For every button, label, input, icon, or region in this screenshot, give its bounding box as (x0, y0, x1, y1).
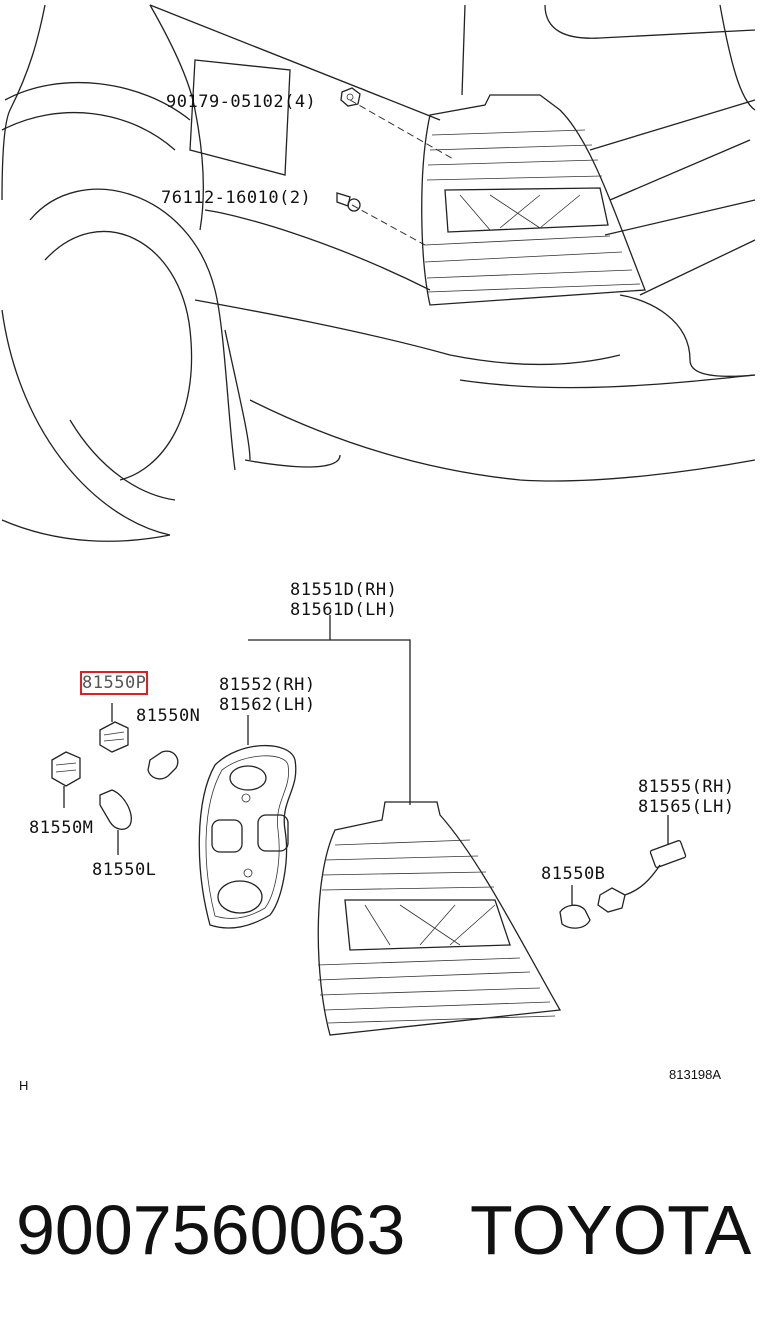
bolt-icon (340, 87, 361, 107)
label-clip-76112: 76112-16010(2) (161, 188, 312, 208)
leader-bolt (349, 99, 456, 161)
clip-icon (336, 192, 361, 212)
bulb-n-icon (147, 750, 179, 780)
gasket-icon (198, 744, 297, 929)
part-number: 9007560063 (16, 1191, 406, 1269)
socket-m-icon (51, 751, 81, 808)
label-lamp-assy-lh: 81561D(LH) (290, 600, 398, 620)
leader-clip (351, 204, 426, 246)
bulb-l-icon (99, 789, 132, 855)
label-socket-m: 81550M (29, 818, 94, 838)
label-lamp-assy-rh: 81551D(RH) (290, 580, 398, 600)
corner-mark: H (19, 1078, 29, 1093)
figure-code: 813198A (669, 1067, 722, 1082)
label-gasket-lh: 81562(LH) (219, 695, 316, 715)
label-bulb-n: 81550N (136, 706, 201, 726)
label-gasket-rh: 81552(RH) (219, 675, 316, 695)
lower-tail-lamp (317, 801, 562, 1036)
leader-lamp-assy (248, 639, 411, 805)
label-bolt-90179: 90179-05102(4) (166, 92, 317, 112)
brand-name: TOYOTA (470, 1191, 752, 1269)
label-wire-lh: 81565(LH) (638, 797, 735, 817)
car-body-outline (1, 4, 756, 542)
upper-tail-lamp (421, 94, 646, 306)
socket-p-icon (99, 703, 129, 753)
bulb-b-icon (559, 885, 591, 929)
label-wire-rh: 81555(RH) (638, 777, 735, 797)
label-socket-p: 81550P (79, 671, 149, 695)
label-bulb-b: 81550B (541, 864, 606, 884)
wire-harness-icon (597, 839, 687, 913)
label-bulb-l: 81550L (92, 860, 157, 880)
